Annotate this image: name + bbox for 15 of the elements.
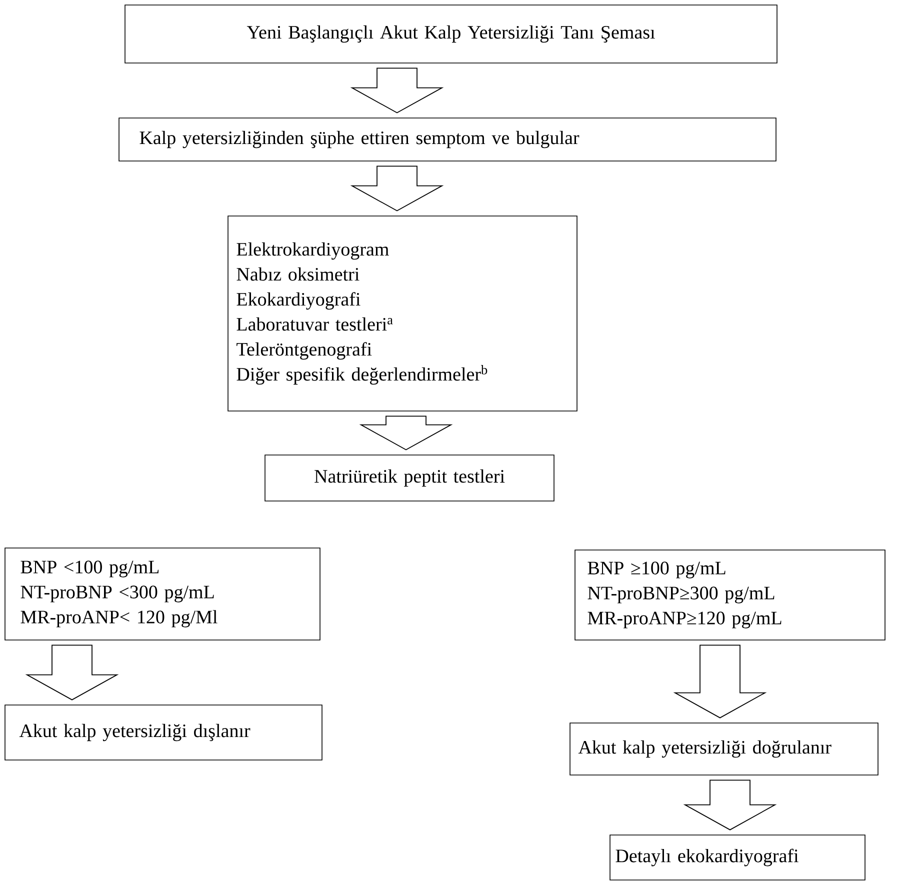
process-box: Akut kalp yetersizliği doğrulanır [570,722,878,776]
text-box: BNP ≥100 pg/mL NT-proBNP≥300 pg/mL MR-proANP≥120 pg/mL [574,550,886,640]
process-box: Detaylı ekokardiyografi [610,834,866,880]
text-box: BNP <100 pg/mL NT-proBNP <300 pg/mL MR-proANP< 120 pg/Ml [4,548,320,640]
block-arrow [673,644,767,718]
process-box: Yeni Başlangıçlı Akut Kalp Yetersizliği Tanı Şeması [124,4,778,64]
process-box: Kalp yetersizliğinden şüphe ettiren semptom ve bulgular [118,118,776,162]
block-arrow [359,416,453,450]
process-box: Natriüretik peptit testleri [264,454,554,502]
block-arrow [350,68,444,114]
process-box: Akut kalp yetersizliği dışlanır [4,704,322,760]
block-arrow [350,166,444,212]
text-box: Elektrokardiyogram Nabız oksimetri Ekokardiyografi Laboratuvar testleri$^{a}$ Teleröntgenografi Diğer spesifik değerlendirmeler$^{b}$ [228,216,578,412]
block-arrow [25,644,119,700]
block-arrow [683,780,777,830]
